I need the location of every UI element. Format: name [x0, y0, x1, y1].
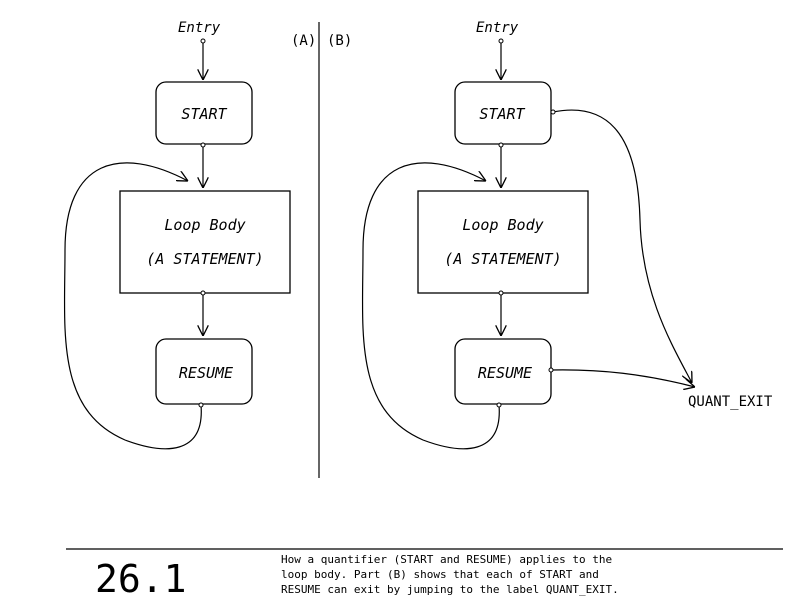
loop-back-arrow — [63, 162, 202, 450]
resume-label: RESUME — [179, 364, 233, 382]
panel-a-tag: (A) — [291, 33, 316, 49]
panel-b: Entry START Loop Body (A STATEMENT) RESU… — [361, 20, 773, 450]
loop-back-arrow — [361, 162, 500, 450]
quant-exit-label: QUANT_EXIT — [688, 394, 773, 410]
loop-body-subtitle: (A STATEMENT) — [146, 250, 263, 268]
entry-label: Entry — [476, 20, 519, 36]
entry-connector — [200, 38, 206, 44]
panel-b-tag: (B) — [327, 33, 352, 49]
start-exit-arrow — [552, 109, 692, 383]
panel-a: Entry START Loop Body (A STATEMENT) RESU… — [63, 20, 291, 450]
caption: 26.1 How a quantifier (START and RESUME)… — [66, 548, 783, 601]
resume-label: RESUME — [478, 364, 532, 382]
loop-body-subtitle: (A STATEMENT) — [444, 250, 561, 268]
caption-line-1: How a quantifier (START and RESUME) appl… — [281, 553, 612, 566]
resume-connector — [496, 402, 502, 408]
start-label: START — [479, 105, 525, 123]
resume-box — [155, 338, 253, 405]
resume-exit-connector — [548, 367, 554, 373]
caption-line-3: RESUME can exit by jumping to the label … — [281, 583, 619, 596]
loop-body-box — [119, 190, 291, 294]
start-connector — [498, 142, 504, 148]
start-connector — [200, 142, 206, 148]
start-label: START — [181, 105, 227, 123]
loop-body-box — [417, 190, 589, 294]
resume-exit-arrow — [550, 369, 695, 387]
body-connector — [200, 290, 206, 296]
caption-line-2: loop body. Part (B) shows that each of S… — [281, 568, 599, 581]
resume-connector — [198, 402, 204, 408]
start-exit-connector — [550, 109, 556, 115]
figure-number: 26.1 — [95, 557, 187, 601]
loop-body-title: Loop Body — [164, 216, 245, 234]
loop-body-title: Loop Body — [462, 216, 543, 234]
entry-connector — [498, 38, 504, 44]
entry-label: Entry — [178, 20, 221, 36]
body-connector — [498, 290, 504, 296]
